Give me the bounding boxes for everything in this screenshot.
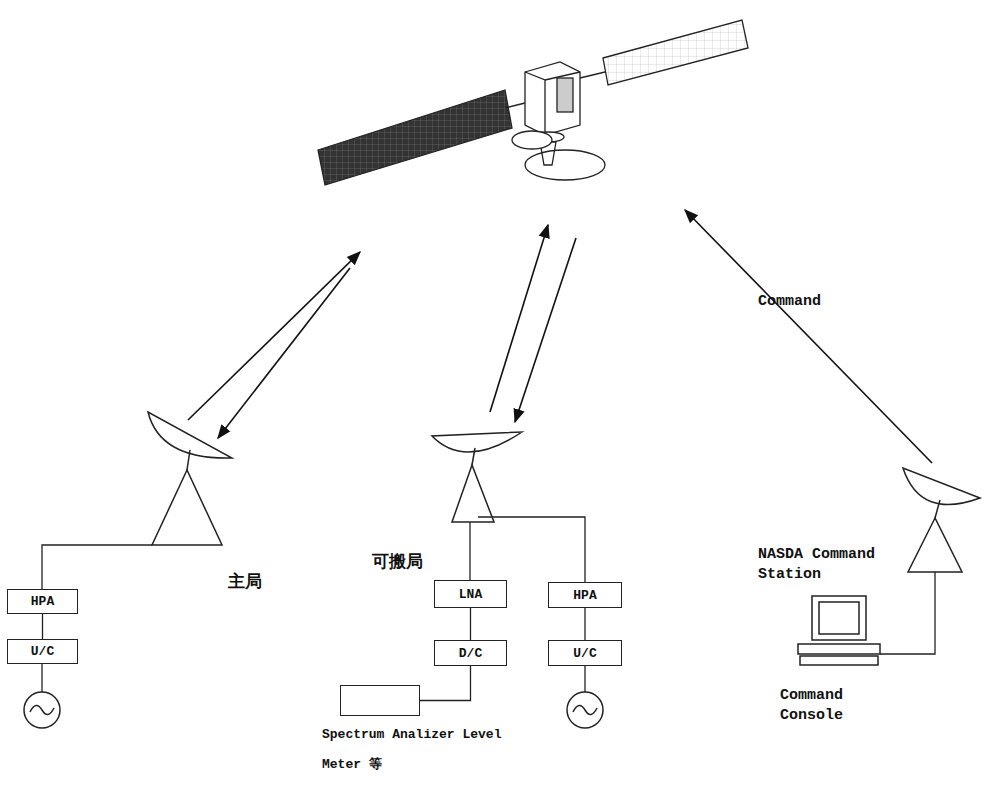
equipment-box: U/C: [548, 640, 622, 666]
box-label: HPA: [573, 588, 596, 603]
box-label: U/C: [573, 646, 596, 661]
box-outline: HPA: [7, 589, 78, 614]
box-outline: D/C: [434, 640, 507, 666]
box-outline: HPA: [548, 582, 622, 608]
box-outline: LNA: [434, 580, 507, 608]
equipment-box: U/C: [7, 639, 78, 664]
wiring: [42, 517, 935, 692]
equipment-box: HPA: [7, 589, 78, 614]
box-outline: [340, 685, 420, 716]
station-label: 主局: [228, 572, 262, 594]
box-label: U/C: [31, 644, 54, 659]
command-console-icon: [798, 596, 880, 665]
satellite: [318, 20, 748, 185]
link-arrows: [188, 210, 932, 463]
equipment-box: D/C: [434, 640, 507, 666]
console-label: Command Console: [780, 686, 870, 725]
signal-wire: [470, 608, 471, 640]
signal-wire: [584, 608, 585, 640]
equipment-box: LNA: [434, 580, 507, 608]
station-label: 可搬局: [372, 552, 423, 574]
signal-wire: [42, 614, 43, 639]
instrument-label: Spectrum Analizer Level Meter 等: [322, 720, 512, 780]
signal-wire: [420, 666, 471, 701]
station-label: NASDA Command Station: [758, 545, 878, 584]
equipment-box: HPA: [548, 582, 622, 608]
box-outline: U/C: [548, 640, 622, 666]
instrument-box: Spectrum Analizer Level Meter 等: [340, 685, 420, 716]
box-label: HPA: [31, 594, 54, 609]
box-label: LNA: [459, 587, 482, 602]
oscillators: [24, 692, 603, 728]
box-outline: U/C: [7, 639, 78, 664]
box-label: D/C: [459, 646, 482, 661]
uplink-label: Command: [758, 292, 821, 312]
